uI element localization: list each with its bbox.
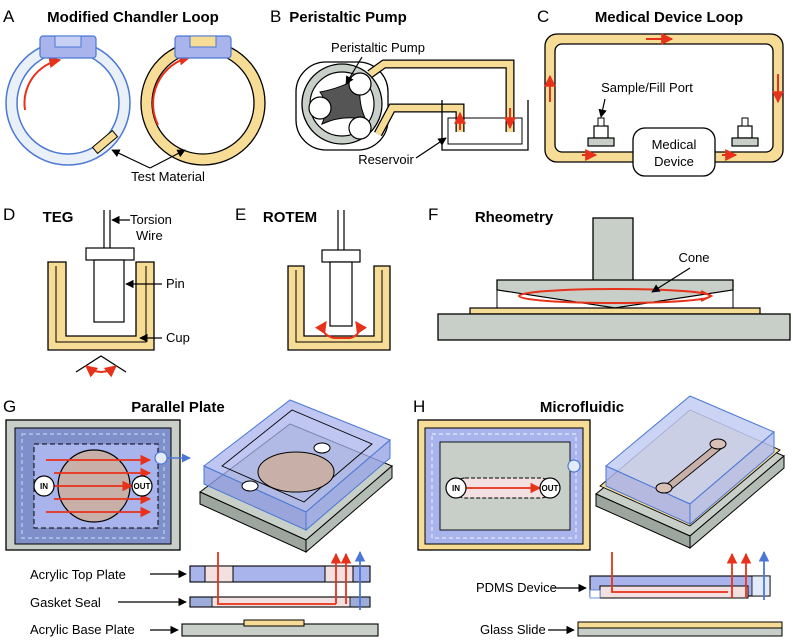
- acrylic-base-label: Acrylic Base Plate: [30, 622, 135, 637]
- medical-device-box: [632, 127, 716, 177]
- panel-title-g: Parallel Plate: [131, 399, 224, 416]
- parallel-plate-3d-view: [199, 399, 393, 554]
- panel-letter-g: G: [3, 397, 16, 416]
- panel-f: F Rheometry Cone: [428, 205, 791, 341]
- gasket-label: Gasket Seal: [30, 595, 101, 610]
- reservoir-label: Reservoir: [358, 152, 414, 167]
- wire-label: Wire: [136, 228, 163, 243]
- panel-letter-f: F: [428, 205, 438, 224]
- sample-port-right-icon: [731, 117, 759, 147]
- panel-g: G Parallel Plate IN OUT: [3, 397, 393, 637]
- pump-label: Peristaltic Pump: [331, 40, 425, 55]
- parallel-plate-cross-section: [181, 550, 379, 637]
- panel-letter-e: E: [235, 205, 246, 224]
- glass-label: Glass Slide: [480, 622, 546, 637]
- panel-title-h: Microfluidic: [540, 399, 624, 416]
- microfluidic-cross-section: [577, 550, 783, 637]
- g-in-label: IN: [40, 482, 48, 491]
- panel-a: A Modified Chandler Loop Test Material: [3, 7, 266, 184]
- parallel-plate-top-view: IN OUT: [5, 419, 191, 551]
- peristaltic-pump-icon: [295, 61, 389, 151]
- panel-letter-b: B: [270, 7, 281, 26]
- teg-pin: [93, 259, 125, 323]
- reservoir-icon: [441, 100, 529, 151]
- sample-port-left-icon: [587, 117, 615, 147]
- acrylic-top-label: Acrylic Top Plate: [30, 567, 126, 582]
- torsion-label: Torsion: [130, 212, 172, 227]
- cup-label: Cup: [166, 330, 190, 345]
- panel-e: E ROTEM: [235, 205, 391, 351]
- panel-title-c: Medical Device Loop: [595, 9, 743, 26]
- panel-title-f: Rheometry: [475, 209, 554, 226]
- panel-title-b: Peristaltic Pump: [289, 9, 407, 26]
- pin-label: Pin: [166, 276, 185, 291]
- panel-b: B Peristaltic Pump Peristaltic Pump Rese…: [270, 7, 529, 167]
- panel-d: D TEG Torsion Wire Pin Cup: [3, 205, 190, 378]
- panel-letter-a: A: [3, 7, 15, 26]
- rotem-pin: [329, 261, 353, 327]
- panel-title-a: Modified Chandler Loop: [47, 9, 219, 26]
- panel-title-d: TEG: [43, 209, 74, 226]
- cone-label: Cone: [678, 250, 709, 265]
- sample-port-label: Sample/Fill Port: [601, 80, 693, 95]
- microfluidic-3d-view: [595, 395, 785, 550]
- h-in-label: IN: [452, 484, 460, 493]
- panel-letter-c: C: [537, 7, 549, 26]
- panel-title-e: ROTEM: [263, 209, 317, 226]
- panel-h: H Microfluidic IN OUT: [413, 395, 785, 637]
- rheometer-base: [437, 313, 791, 341]
- device-line1: Medical: [652, 137, 697, 152]
- device-line2: Device: [654, 154, 694, 169]
- test-material-label: Test Material: [131, 169, 205, 184]
- panel-letter-d: D: [3, 205, 15, 224]
- panel-c: C Medical Device Loop Medical Device Sam…: [537, 7, 784, 177]
- chandler-loop-control: [140, 35, 266, 166]
- g-out-label: OUT: [134, 482, 151, 491]
- h-out-label: OUT: [542, 484, 559, 493]
- pdms-label: PDMS Device: [476, 580, 557, 595]
- panel-letter-h: H: [413, 397, 425, 416]
- chandler-loop-test: [5, 35, 131, 166]
- microfluidic-top-view: IN OUT: [417, 419, 591, 551]
